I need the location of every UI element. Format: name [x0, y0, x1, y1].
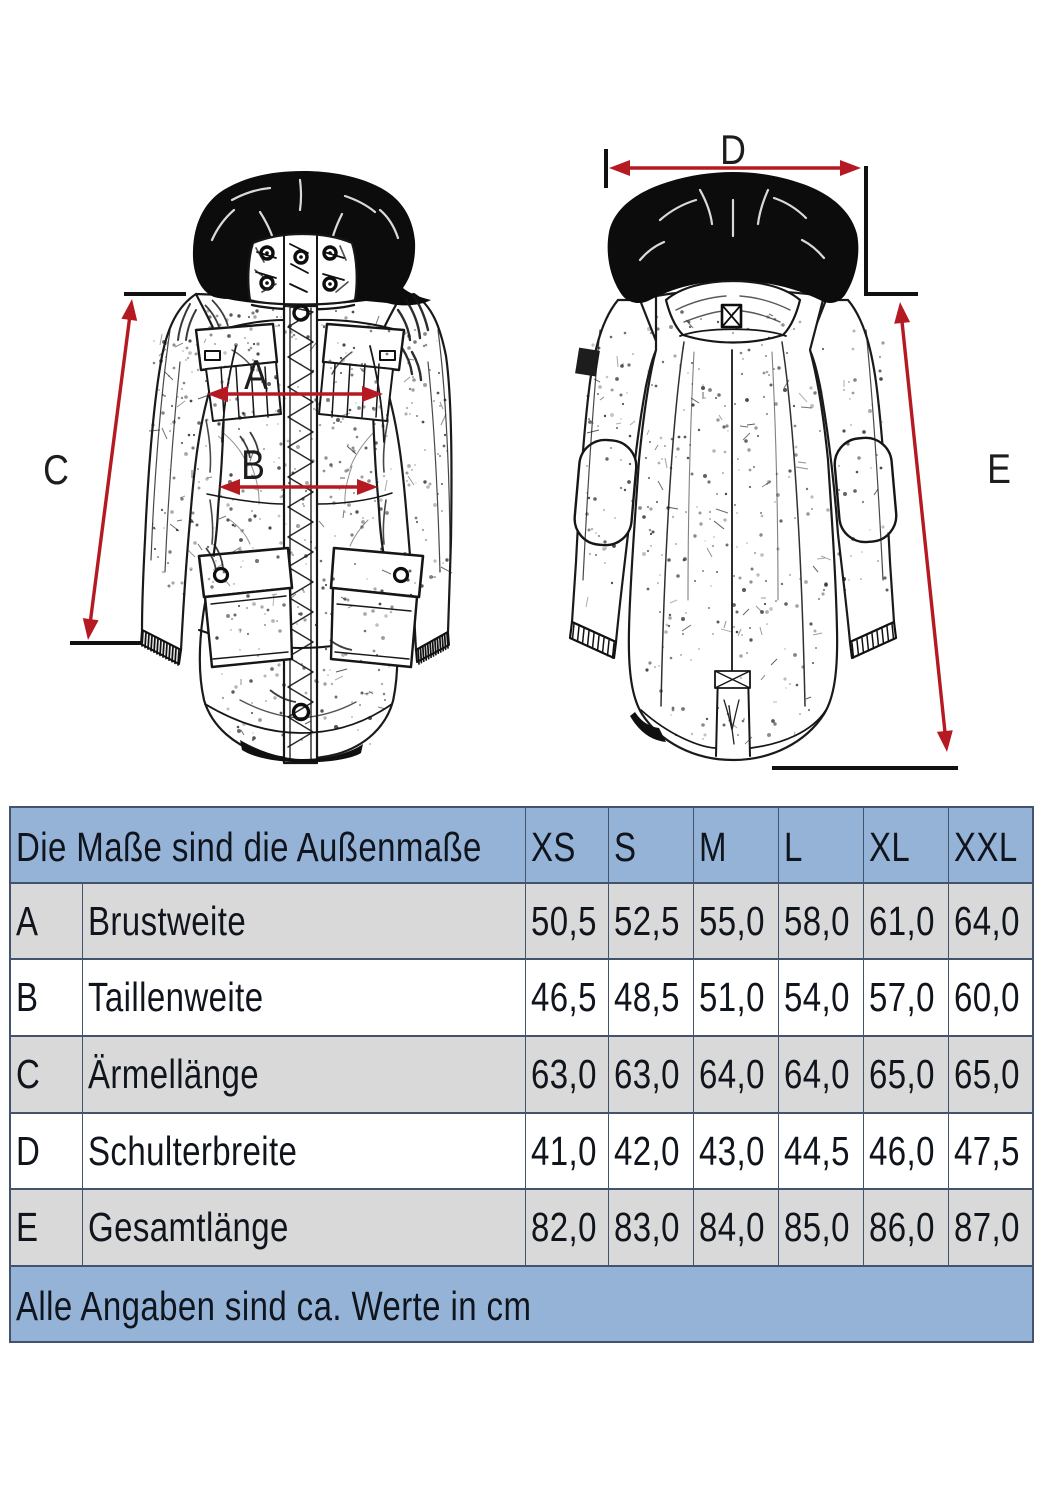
svg-text:E: E — [987, 446, 1011, 492]
svg-text:C: C — [43, 447, 69, 493]
svg-text:B: B — [241, 442, 265, 488]
svg-text:A: A — [244, 352, 268, 398]
svg-text:D: D — [720, 127, 746, 173]
